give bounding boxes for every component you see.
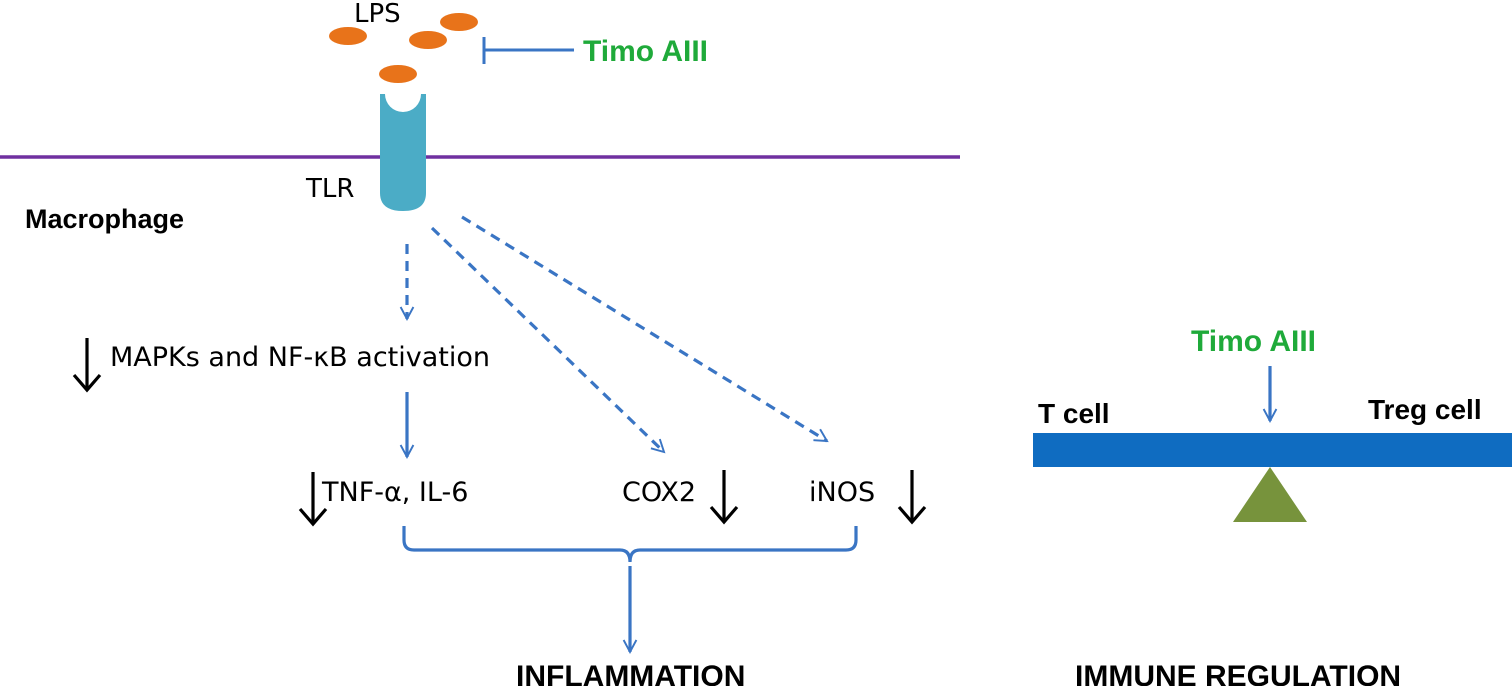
tlr-receptor	[380, 94, 426, 211]
tnf-down-arrow	[298, 472, 328, 527]
timo-aiii-top-label: Timo AIII	[583, 35, 708, 68]
macrophage-label: Macrophage	[25, 204, 184, 234]
treg-cell-label: Treg cell	[1368, 394, 1482, 425]
inflammation-label: INFLAMMATION	[516, 660, 745, 686]
t-cell-label: T cell	[1038, 398, 1110, 429]
inos-label: iNOS	[809, 477, 875, 508]
dashed-arrow-to-cox2	[430, 226, 666, 454]
mapk-nfkb-label: MAPKs and NF-κB activation	[110, 342, 490, 373]
lps-particle	[329, 27, 367, 45]
inos-down-arrow	[897, 470, 927, 525]
timo-aiii-right-label: Timo AIII	[1191, 325, 1316, 358]
lps-particle	[379, 65, 417, 83]
lps-label: LPS	[354, 0, 401, 29]
dashed-arrow-to-inos	[461, 215, 829, 443]
grouping-brace	[402, 526, 858, 563]
mapk-down-arrow	[72, 338, 102, 393]
lps-particle	[409, 31, 447, 49]
balance-fulcrum	[1233, 467, 1307, 522]
cox2-down-arrow	[709, 470, 739, 525]
cox2-label: COX2	[622, 477, 696, 508]
balance-beam	[1033, 433, 1512, 467]
lps-particle	[440, 13, 478, 31]
tnf-il6-label: TNF-α, IL-6	[321, 477, 468, 508]
lps-particles	[329, 13, 478, 83]
immune-regulation-label: IMMUNE REGULATION	[1075, 660, 1401, 686]
tlr-label: TLR	[305, 174, 354, 204]
